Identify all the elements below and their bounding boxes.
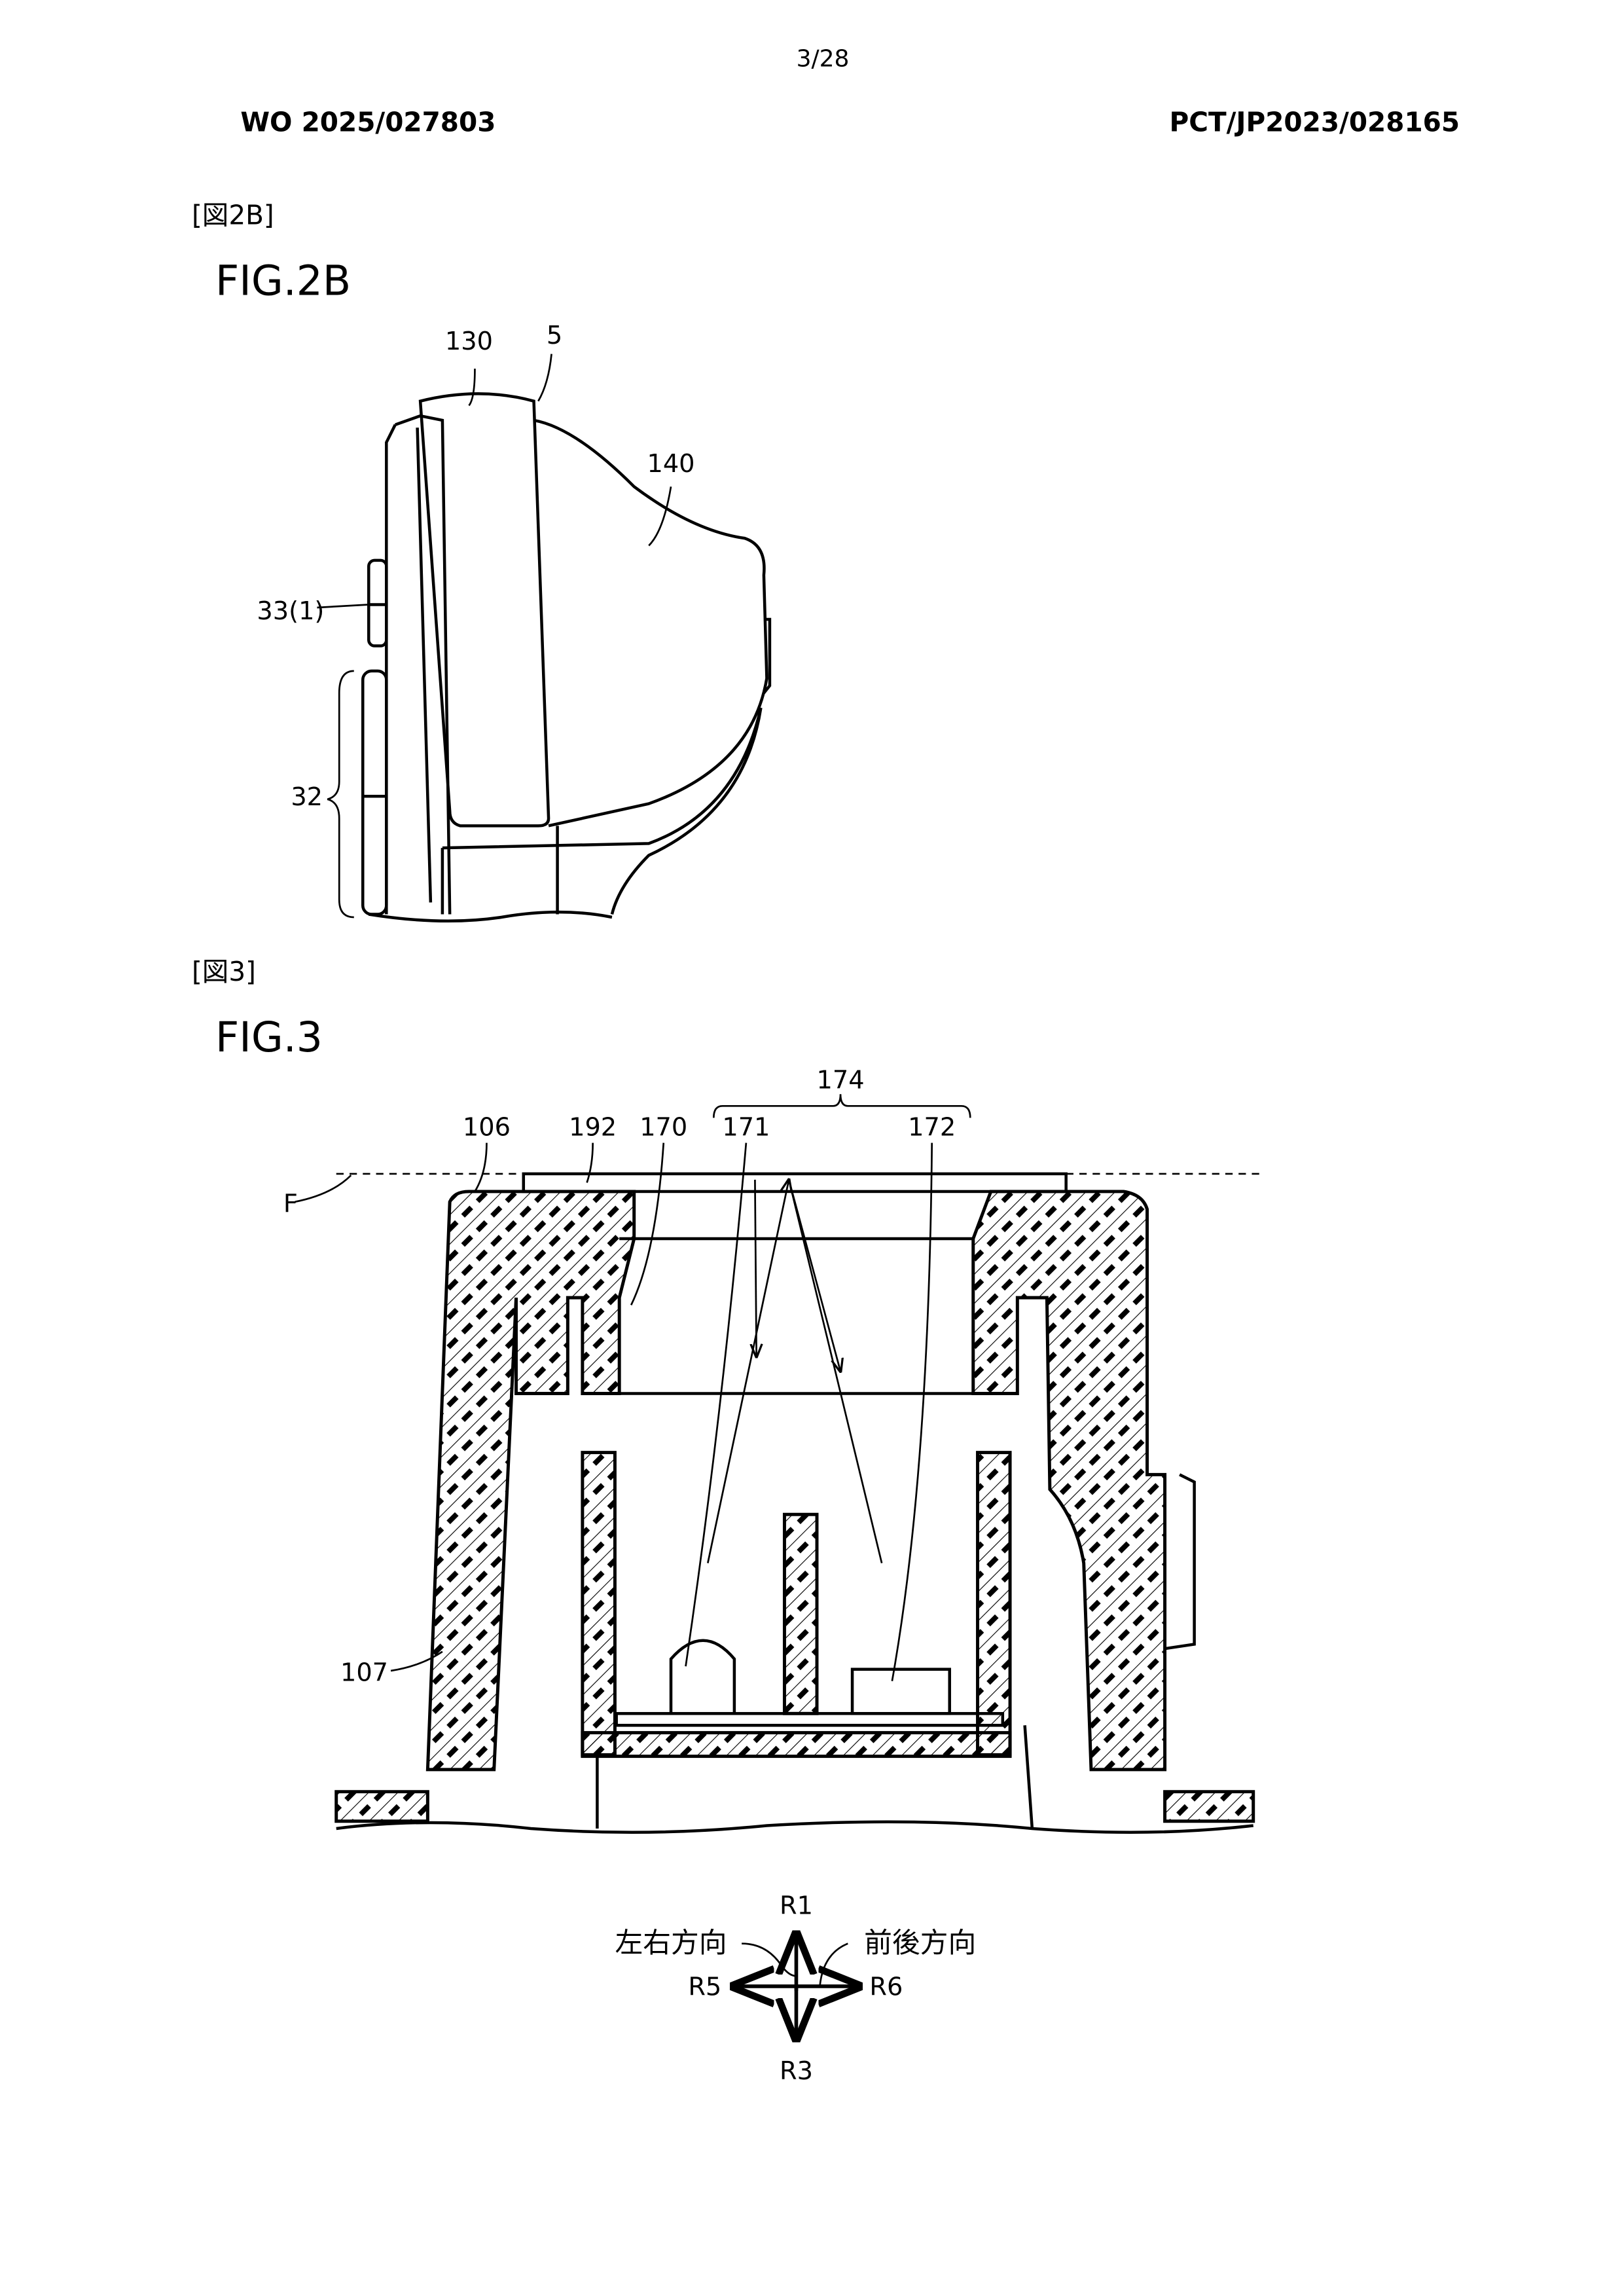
fig2b-label-32: 32 — [291, 782, 323, 812]
fig3-label-106: 106 — [463, 1112, 511, 1142]
fig2b-title: FIG.2B — [215, 256, 351, 304]
fig3-label-f: F — [283, 1189, 298, 1218]
fig2b-label-33-1: 33(1) — [257, 596, 324, 626]
direction-compass — [734, 1935, 858, 2038]
fig3-label-171: 171 — [722, 1112, 770, 1142]
application-number: PCT/JP2023/028165 — [1170, 106, 1460, 137]
fig3-bracket-label: [図3] — [192, 956, 256, 987]
fig2b-label-5: 5 — [547, 321, 562, 350]
direction-r3: R3 — [780, 2056, 813, 2086]
fig3-label-107: 107 — [340, 1658, 388, 1688]
page-number: 3/28 — [797, 45, 850, 72]
fig3-label-192: 192 — [569, 1112, 617, 1142]
direction-r6: R6 — [869, 1973, 903, 2002]
fig2b-label-130: 130 — [445, 327, 493, 356]
fig3-sensor-cross-section — [295, 1094, 1261, 1834]
fig3-label-170: 170 — [640, 1112, 687, 1142]
fig2b-label-140: 140 — [647, 449, 694, 479]
direction-r1: R1 — [780, 1891, 813, 1921]
publication-number: WO 2025/027803 — [240, 106, 496, 137]
front-back-direction-label: 前後方向 — [864, 1927, 976, 1959]
fig3-label-172: 172 — [908, 1112, 956, 1142]
fig2b-bracket-label: [図2B] — [192, 199, 274, 230]
fig3-title: FIG.3 — [215, 1013, 323, 1061]
left-right-direction-label: 左右方向 — [615, 1927, 727, 1959]
fig2b-device-side-view — [317, 392, 772, 923]
direction-r5: R5 — [688, 1973, 721, 2002]
fig3-label-174: 174 — [817, 1065, 865, 1095]
